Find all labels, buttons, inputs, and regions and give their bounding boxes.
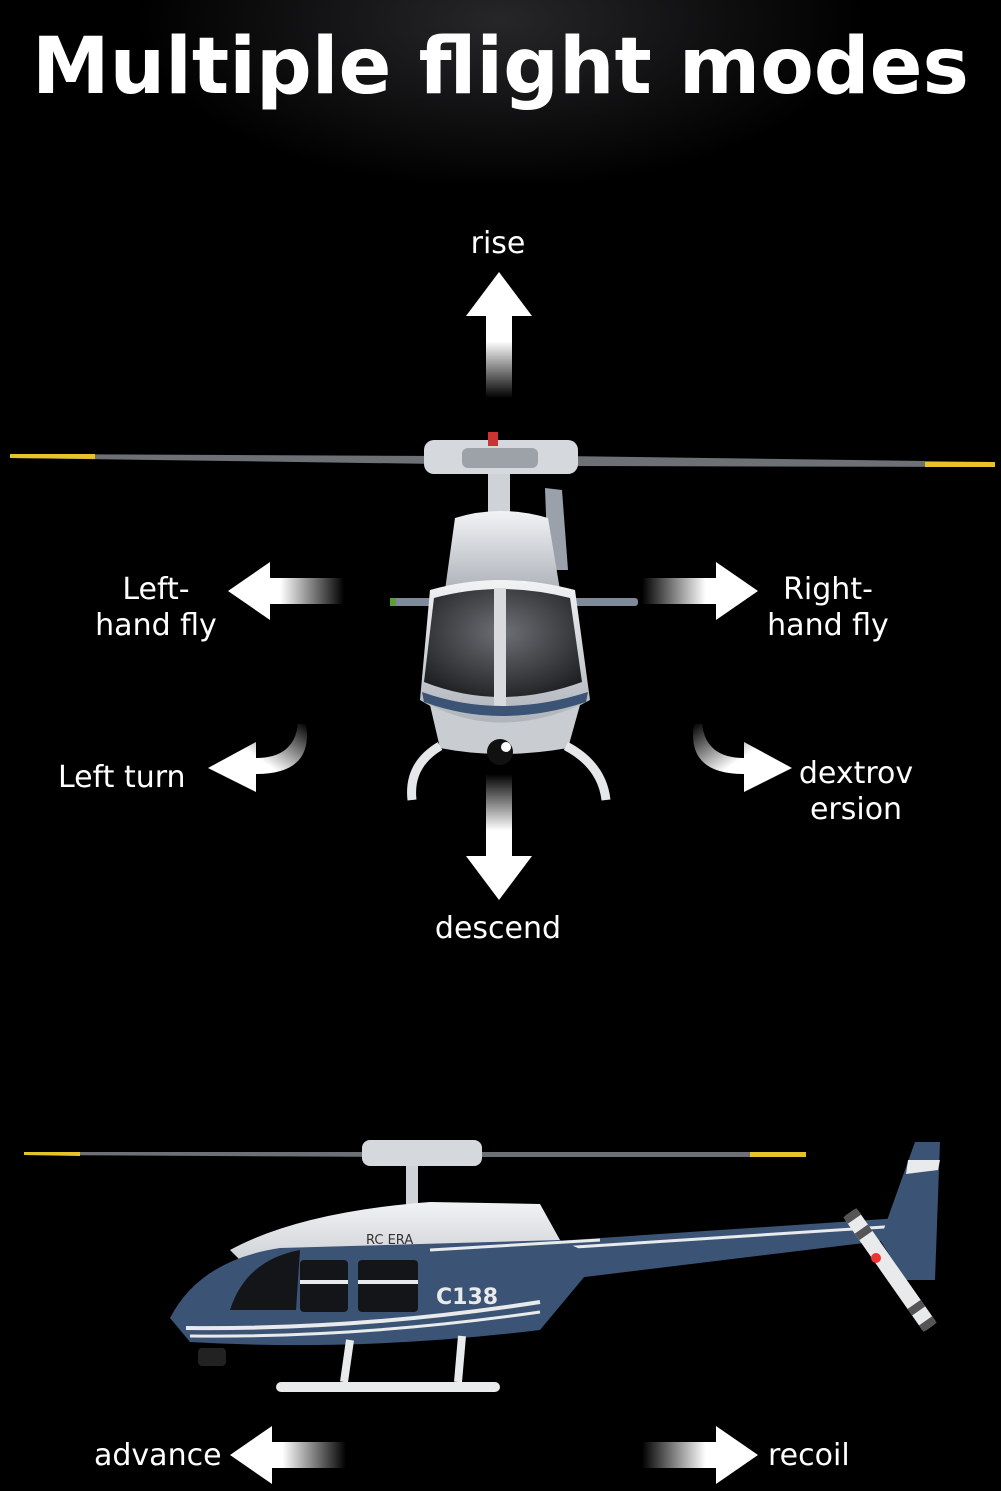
arrow-down-icon [466,774,532,900]
arrow-up-icon [466,272,532,398]
arrow-advance-icon [230,1426,346,1484]
turn-right-icon [693,724,792,792]
descend-label: descend [434,911,562,946]
right-hand-fly-label: Right- hand fly [754,572,902,644]
page-title: Multiple flight modes [32,22,969,112]
arrow-recoil-icon [642,1426,758,1484]
right-hand-fly-line1: Right- [783,572,873,607]
helicopter-side-view: RC ERA C138 [24,1140,940,1392]
left-hand-fly-line2: hand fly [95,608,217,643]
rise-label: rise [470,226,526,261]
background-glow [0,0,1001,320]
left-turn-label: Left turn [58,760,186,795]
helicopter-front-view [10,432,995,801]
model-text: C138 [436,1285,498,1310]
right-turn-line2: ersion [809,792,903,827]
right-turn-label: dextrov ersion [786,756,926,828]
brand-text: RC ERA [366,1233,413,1248]
right-hand-fly-line2: hand fly [767,608,889,643]
advance-label: advance [94,1438,222,1473]
arrow-right-icon [642,562,758,620]
left-hand-fly-label: Left- hand fly [82,572,230,644]
right-turn-line1: dextrov [798,756,914,791]
recoil-label: recoil [768,1438,850,1473]
left-hand-fly-line1: Left- [122,572,190,607]
arrow-left-icon [228,562,344,620]
turn-left-icon [208,724,307,792]
